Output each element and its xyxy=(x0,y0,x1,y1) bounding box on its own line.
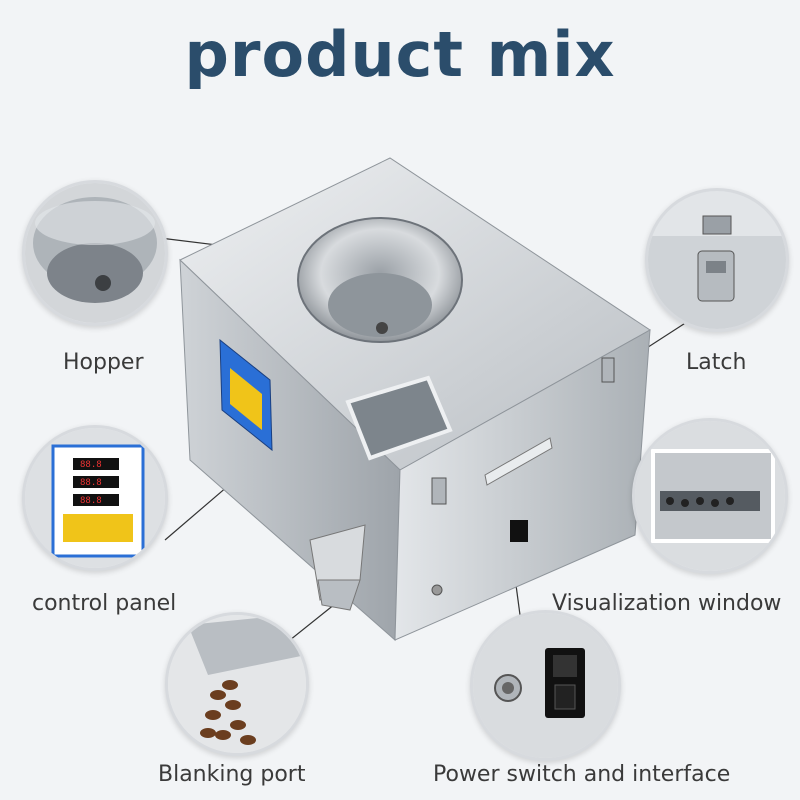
control-panel-detail-image: 88.8 88.8 88.8 xyxy=(22,425,168,571)
visualization-window-detail-image xyxy=(632,418,788,574)
blanking-port-detail-image xyxy=(165,612,309,756)
mixer-machine-image xyxy=(179,157,651,642)
page-title: product mix xyxy=(184,18,616,91)
label-blanking-port: Blanking port xyxy=(158,762,306,787)
label-control-panel: control panel xyxy=(32,591,177,616)
label-latch: Latch xyxy=(686,350,747,375)
latch-detail-image xyxy=(645,188,789,332)
label-visualization-window: Visualization window xyxy=(552,591,782,616)
svg-text:88.8: 88.8 xyxy=(80,496,102,506)
label-hopper: Hopper xyxy=(63,350,144,375)
power-switch-detail-image xyxy=(470,610,621,761)
svg-text:88.8: 88.8 xyxy=(80,478,102,488)
svg-text:88.8: 88.8 xyxy=(80,460,102,470)
hopper-detail-image xyxy=(22,180,168,326)
label-power-switch: Power switch and interface xyxy=(433,762,731,787)
